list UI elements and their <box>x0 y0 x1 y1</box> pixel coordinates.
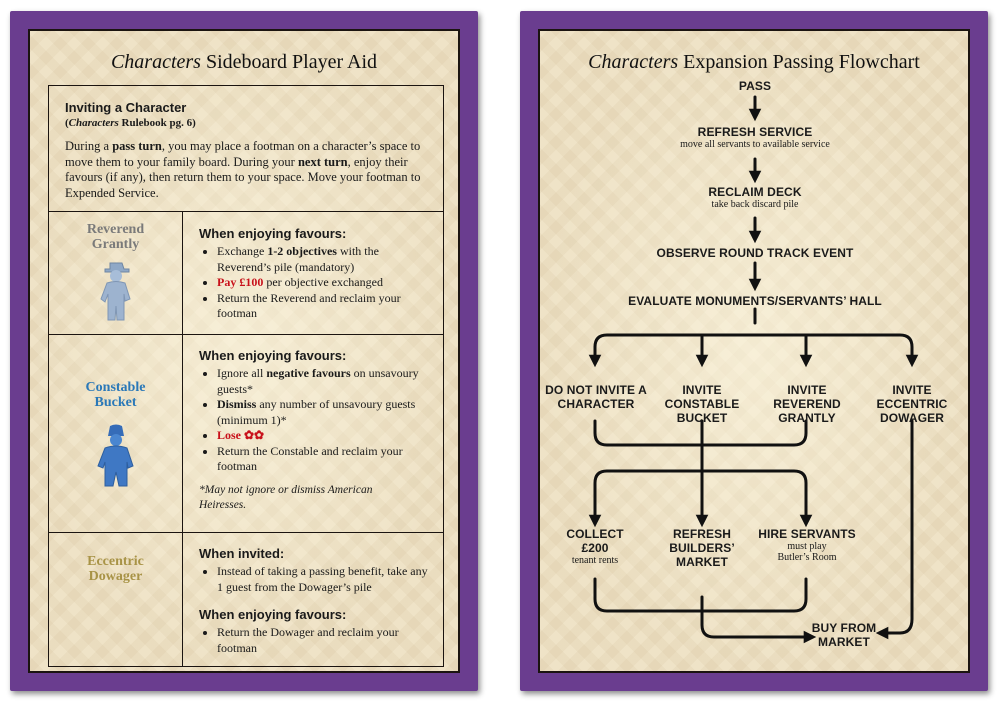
reverend-heading: When enjoying favours: <box>199 226 347 241</box>
list-item: Return the Reverend and reclaim your foo… <box>217 291 435 322</box>
inviting-section: Inviting a Character (Characters Ruleboo… <box>49 86 443 212</box>
title-rest: Sideboard Player Aid <box>200 51 378 73</box>
constable-meeple-icon <box>96 424 134 487</box>
flowchart-panel: Characters Expansion Passing Flowchart <box>538 29 970 673</box>
reverend-list: Exchange 1-2 objectives with the Reveren… <box>199 244 435 322</box>
dowager-invited-list: Instead of taking a passing benefit, tak… <box>199 564 435 595</box>
dowager-invited-heading: When invited: <box>199 546 285 561</box>
list-item: Dismiss any number of unsavoury guests (… <box>217 397 435 428</box>
reclaim-deck-sub: take back discard pile <box>711 199 799 210</box>
refresh-service-step: REFRESH SERVICE move all servants to ava… <box>635 125 875 150</box>
evaluate-step: EVALUATE MONUMENTS/SERVANTS’ HALL <box>628 294 882 308</box>
player-aid-title: Characters Sideboard Player Aid <box>30 51 458 74</box>
inviting-text: During a pass turn, you may place a foot… <box>65 139 421 200</box>
rulebook-reference: (Characters Rulebook pg. 6) <box>65 117 196 129</box>
list-item: Instead of taking a passing benefit, tak… <box>217 564 435 595</box>
observe-event-step: OBSERVE ROUND TRACK EVENT <box>656 246 854 260</box>
dowager-favours-list: Return the Dowager and reclaim your foot… <box>199 625 435 656</box>
pass-step: PASS <box>738 79 772 93</box>
list-item: Return the Dowager and reclaim your foot… <box>217 625 435 656</box>
title-italic: Characters <box>110 51 201 73</box>
player-aid-card: Characters Sideboard Player Aid Inviting… <box>10 11 478 691</box>
dowager-favours: When invited: Instead of taking a passin… <box>199 532 435 656</box>
player-aid-table: Inviting a Character (Characters Ruleboo… <box>48 85 444 667</box>
list-item: Exchange 1-2 objectives with the Reveren… <box>217 244 435 275</box>
list-item: Return the Constable and reclaim your fo… <box>217 444 435 475</box>
reclaim-deck-label: RECLAIM DECK <box>708 185 802 199</box>
inviting-heading: Inviting a Character <box>65 100 187 115</box>
refresh-service-label: REFRESH SERVICE <box>697 125 813 139</box>
flowchart-card: Characters Expansion Passing Flowchart <box>520 11 988 691</box>
constable-favours: When enjoying favours: Ignore all negati… <box>199 334 435 513</box>
constable-heading: When enjoying favours: <box>199 348 347 363</box>
reputation-icon: ✿✿ <box>244 428 265 442</box>
constable-footnote: *May not ignore or dismiss American Heir… <box>199 483 373 511</box>
list-item: Lose ✿✿ <box>217 428 435 444</box>
reverend-meeple-icon <box>99 262 131 321</box>
dowager-favours-heading: When enjoying favours: <box>199 607 347 622</box>
flowchart-arrows <box>588 95 919 644</box>
list-item: Ignore all negative favours on unsavoury… <box>217 366 435 397</box>
refresh-service-sub: move all servants to available service <box>680 139 830 150</box>
title-rest: Expansion Passing Flowchart <box>678 51 920 73</box>
flowchart-title: Characters Expansion Passing Flowchart <box>540 51 968 74</box>
hire-servants-step: HIRE SERVANTS must play Butler’s Room <box>758 527 856 563</box>
title-italic: Characters <box>588 51 679 73</box>
reclaim-deck-step: RECLAIM DECK take back discard pile <box>635 185 875 210</box>
collect-step: COLLECT£200 tenant rents <box>566 527 624 566</box>
list-item: Pay £100 per objective exchanged <box>217 275 435 291</box>
reverend-favours: When enjoying favours: Exchange 1-2 obje… <box>199 212 435 322</box>
player-aid-panel: Characters Sideboard Player Aid Inviting… <box>28 29 460 673</box>
constable-list: Ignore all negative favours on unsavoury… <box>199 366 435 475</box>
